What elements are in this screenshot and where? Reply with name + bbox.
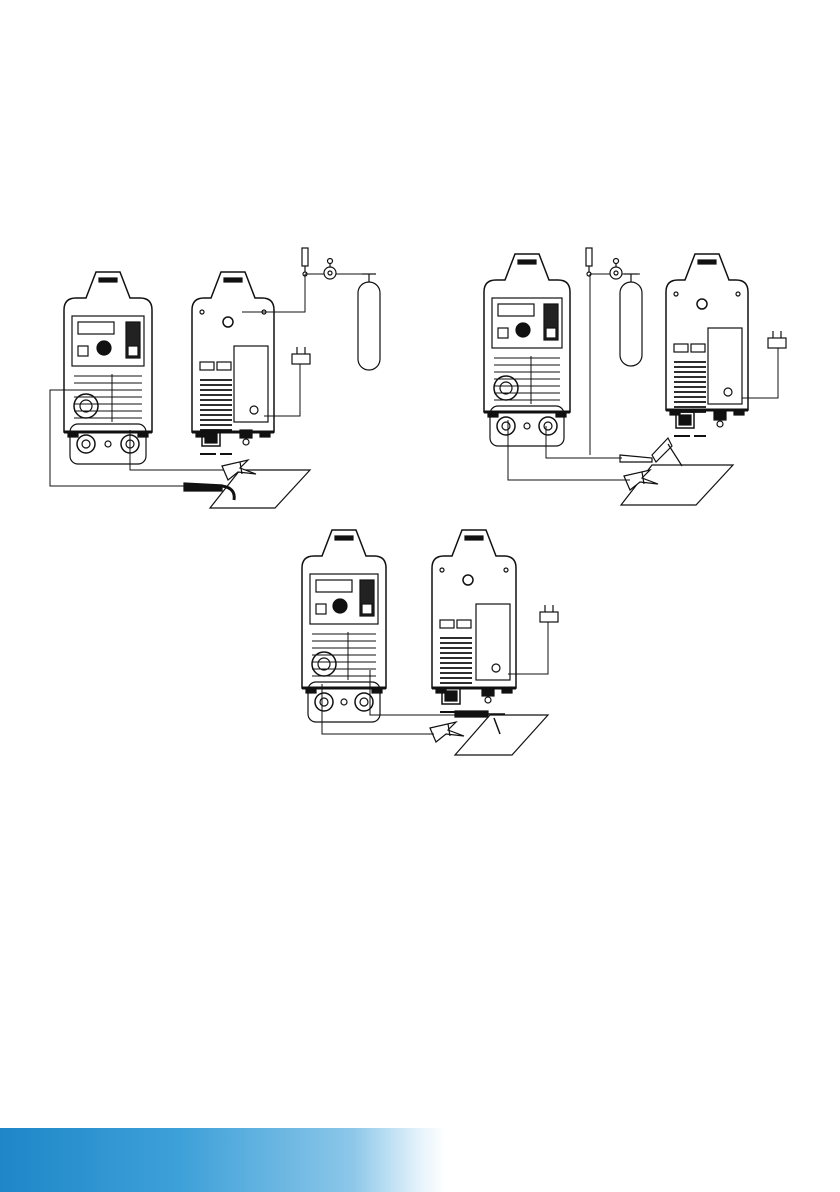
flowmeter [302,248,308,266]
mains-plug [292,354,310,364]
earth-clamp [430,722,464,742]
machine-foot [502,688,512,693]
machine-housing [432,530,516,688]
pressure-regulator [610,267,622,279]
handle-grip [99,278,117,282]
mode-button [128,346,138,356]
mig-torch-handle [184,483,222,491]
power-cord-inlet [714,412,726,420]
earth-clamp-mma [430,722,464,742]
flowmeter-mig [302,248,308,276]
workpiece-mig [210,470,310,508]
negative-socket [315,693,333,711]
workpiece-plate [621,465,733,505]
rear-welder-tig [666,254,748,436]
workpiece-plate [455,715,548,755]
control-knob [333,599,347,613]
regulator-mig [324,259,336,280]
negative-socket [497,417,515,435]
front-welder-mma [302,530,386,722]
gas-cylinder [358,282,380,370]
electrode-holder-handle [455,711,488,717]
control-knob [97,341,111,355]
mains-plug [768,338,786,348]
tig-torch-head [652,438,672,462]
handle-grip [335,536,353,540]
front-welder-tig [484,254,570,446]
gas-cylinder-mig [358,274,380,370]
gas-outlet [341,699,347,705]
handle-grip [518,260,536,264]
gas-outlet [105,441,111,447]
machine-foot [260,432,270,437]
power-cord-inlet [482,688,494,696]
footer-gradient-bar [0,1128,840,1192]
mode-button [362,604,372,614]
regulator-gauge [328,259,333,264]
workpiece-tig [621,465,733,505]
machine-foot [734,410,744,415]
positive-socket [539,417,557,435]
workpiece-mma [455,715,548,755]
front-welder-mig [64,272,152,464]
flowmeter [586,248,592,266]
mode-button [546,328,556,338]
plug-tig [768,331,786,348]
regulator-gauge [614,259,619,264]
handle-grip [698,260,716,264]
gas-cylinder-tig [620,274,642,366]
mains-plug [540,612,558,622]
pressure-regulator [324,267,336,279]
plug-mma [540,605,558,622]
handle-grip [465,536,483,540]
machine-housing [192,272,274,432]
power-cord-inlet [240,430,252,438]
gas-cylinder [620,282,642,366]
rear-welder-mig [192,272,274,454]
tig-electrode [668,444,682,466]
regulator-tig [610,259,622,280]
rear-welder-mma [432,530,516,712]
flowmeter-tig [586,248,592,276]
plug-mig [292,347,310,364]
handle-grip [224,278,242,282]
tig-torch [620,438,682,466]
workpiece-plate [210,470,310,508]
negative-socket [77,435,95,453]
control-knob [516,323,530,337]
gas-outlet [524,423,530,429]
torch-cable-tig [546,426,622,458]
tig-torch-handle [620,455,652,462]
